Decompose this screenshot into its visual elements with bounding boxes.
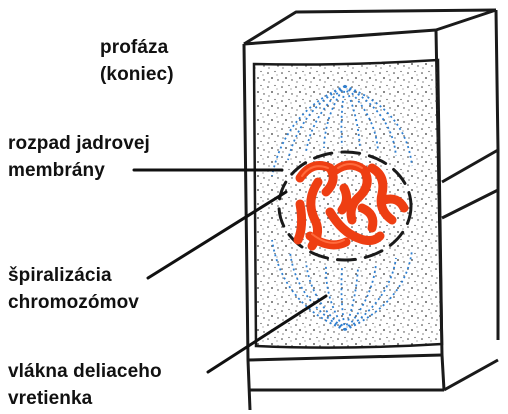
cell-wall-right <box>436 10 498 390</box>
stage-title-line2: (koniec) <box>100 61 174 88</box>
label-spindle-fibers-line1: vlákna deliaceho <box>8 358 162 385</box>
label-nuclear-membrane-line1: rozpad jadrovej <box>8 130 150 157</box>
label-spindle-fibers-line2: vretienka <box>8 385 162 412</box>
label-chromosomes: špiralizácia chromozómov <box>8 262 139 316</box>
label-nuclear-membrane: rozpad jadrovej membrány <box>8 130 150 184</box>
label-spindle-fibers: vlákna deliaceho vretienka <box>8 358 162 412</box>
label-chromosomes-line1: špiralizácia <box>8 262 139 289</box>
label-nuclear-membrane-line2: membrány <box>8 157 150 184</box>
stage-title: profáza (koniec) <box>100 34 174 88</box>
neighbour-cell-top <box>244 10 496 44</box>
label-chromosomes-line2: chromozómov <box>8 289 139 316</box>
stage-title-line1: profáza <box>100 34 174 61</box>
